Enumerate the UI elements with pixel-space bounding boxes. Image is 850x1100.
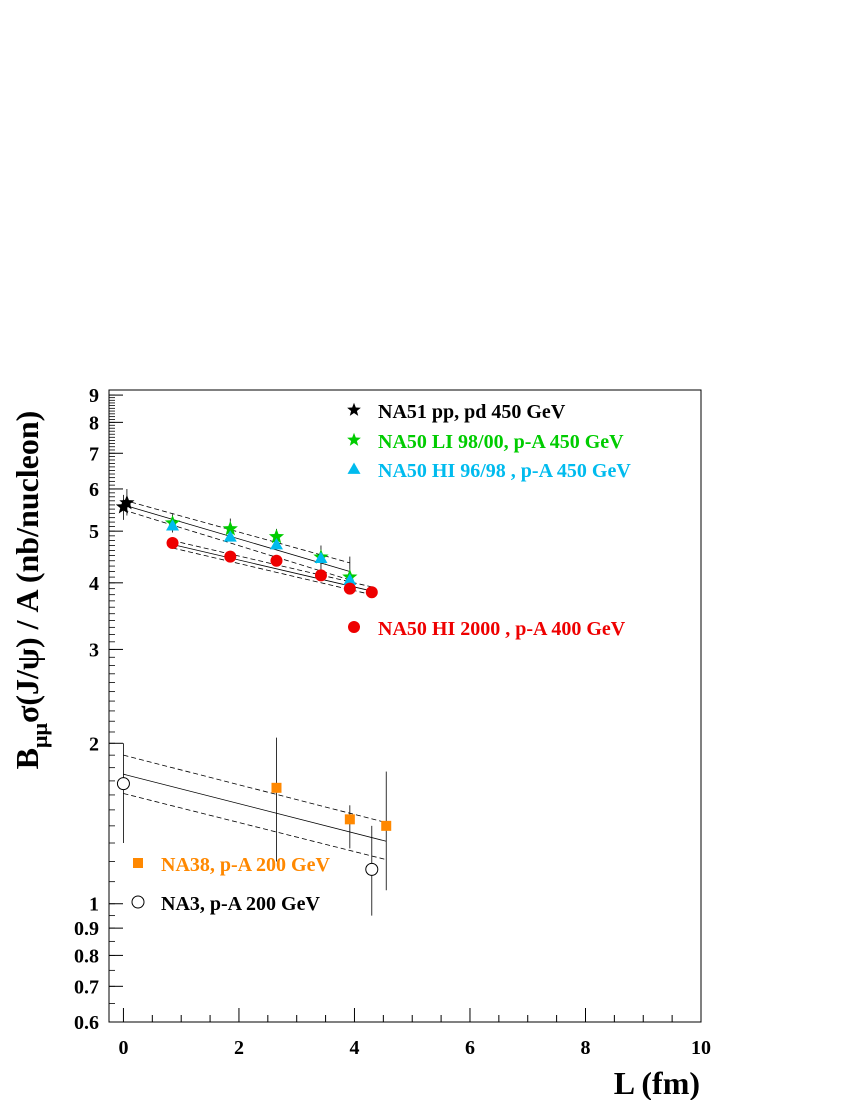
y-tick-label-9: 9 — [89, 385, 99, 407]
y-tick-label-0.6: 0.6 — [74, 1012, 99, 1034]
y-axis-label-main: B — [9, 748, 45, 769]
data-point-s6-p2 — [365, 862, 379, 876]
legend: NA51 pp, pd 450 GeV NA50 LI 98/00, p-A 45… — [131, 401, 631, 915]
fit-line-1 — [123, 504, 350, 572]
y-axis-label-subscript: μμ — [27, 723, 52, 748]
x-tick-label-4: 4 — [349, 1037, 359, 1059]
y-tick-label-0.8: 0.8 — [74, 945, 99, 967]
x-tick-label-0: 0 — [118, 1037, 128, 1059]
x-axis-ticks: 0 2 4 6 8 10 — [118, 1008, 711, 1059]
legend-label-4: NA50 HI 2000 , p-A 400 GeV — [378, 618, 626, 640]
y-axis-label-rest: σ(J/ψ) / A (nb/nucleon) — [9, 411, 45, 723]
data-point-s5-p2 — [344, 814, 355, 825]
fit-line-5 — [172, 540, 372, 588]
legend-marker-5 — [133, 858, 143, 868]
data-point-s4-p3 — [270, 554, 283, 567]
data-points — [115, 494, 392, 876]
x-tick-label-10: 10 — [691, 1037, 711, 1059]
fit-line-3 — [123, 509, 350, 581]
data-point-s5-p1 — [271, 782, 282, 793]
data-point-s4-p4 — [314, 569, 327, 582]
data-point-s3-p3 — [269, 538, 283, 550]
legend-label-3: NA50 HI 96/98 , p-A 450 GeV — [378, 460, 631, 482]
y-tick-label-5: 5 — [89, 521, 99, 543]
fit-line-2 — [123, 499, 350, 564]
data-point-s2-p3 — [268, 528, 285, 544]
legend-marker-4 — [348, 621, 360, 633]
legend-label-6: NA3, p-A 200 GeV — [161, 893, 320, 915]
fit-line-6 — [172, 547, 372, 596]
error-bars — [123, 488, 387, 916]
y-tick-label-0.7: 0.7 — [74, 976, 99, 998]
y-tick-label-3: 3 — [89, 639, 99, 661]
y-tick-label-8: 8 — [89, 412, 99, 434]
data-point-s4-p2 — [224, 550, 237, 563]
fit-line-7 — [123, 773, 387, 842]
data-point-s6-p1 — [116, 777, 130, 791]
legend-marker-3 — [347, 462, 361, 474]
y-tick-label-6: 6 — [89, 479, 99, 501]
y-tick-label-2: 2 — [89, 733, 99, 755]
x-tick-label-6: 6 — [465, 1037, 475, 1059]
y-tick-label-1: 1 — [89, 894, 99, 916]
legend-label-2: NA50 LI 98/00, p-A 450 GeV — [378, 431, 624, 453]
x-tick-label-8: 8 — [580, 1037, 590, 1059]
data-point-s1-p2 — [119, 494, 135, 510]
data-point-s4-p5 — [343, 582, 356, 595]
y-axis-label: Bμμσ(J/ψ) / A (nb/nucleon) — [9, 411, 52, 770]
data-point-s4-p1 — [166, 537, 179, 550]
plot-frame — [108, 389, 702, 1023]
fit-line-4 — [172, 544, 372, 592]
y-tick-label-7: 7 — [89, 443, 99, 465]
x-axis-label: L (fm) — [614, 1065, 700, 1100]
legend-label-5: NA38, p-A 200 GeV — [161, 854, 330, 876]
fit-lines — [123, 499, 387, 861]
data-point-s3-p2 — [223, 530, 237, 542]
y-axis-ticks: 0.6 0.7 0.8 0.91 2 3 4 5 6 7 8 9 — [74, 385, 123, 1034]
data-point-s3-p1 — [166, 519, 180, 531]
fit-line-9 — [123, 793, 387, 861]
legend-label-1: NA51 pp, pd 450 GeV — [378, 401, 566, 423]
data-point-s4-p6 — [365, 586, 378, 599]
y-tick-label-0.9: 0.9 — [74, 918, 99, 940]
x-tick-label-2: 2 — [234, 1037, 244, 1059]
data-point-s5-p3 — [381, 820, 392, 831]
data-point-s2-p2 — [222, 520, 238, 536]
y-tick-label-4: 4 — [89, 573, 99, 595]
legend-marker-1 — [347, 402, 361, 416]
legend-marker-6 — [131, 895, 145, 909]
legend-marker-2 — [347, 432, 361, 446]
fit-line-8 — [123, 754, 387, 823]
data-point-s3-p4 — [314, 551, 328, 564]
data-point-s3-p5 — [343, 573, 357, 585]
